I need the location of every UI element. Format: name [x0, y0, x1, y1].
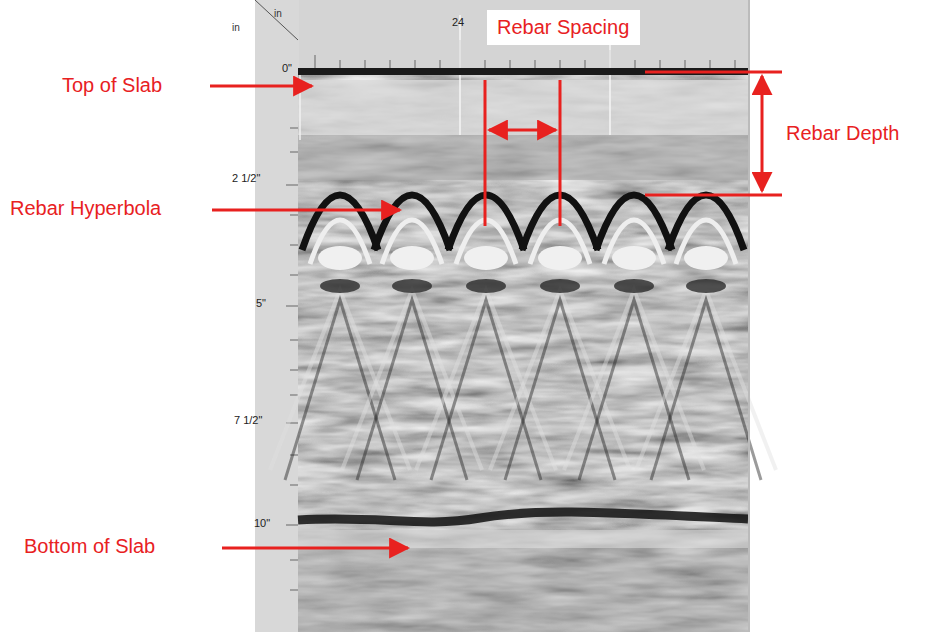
annotation-lines [210, 72, 782, 548]
callout-label: Bottom of Slab [24, 535, 155, 558]
rebar-hyperbolas [270, 195, 776, 480]
axis-tick-label: 0" [282, 62, 292, 75]
axis-unit: in [232, 22, 240, 34]
axis-unit: in [274, 8, 282, 20]
axis-tick-label: 2 1/2" [232, 172, 260, 185]
callout-label: Rebar Hyperbola [10, 197, 161, 220]
slab-bottom [298, 512, 748, 632]
axis-tick-label: 5" [256, 297, 266, 310]
top-ruler [255, 0, 750, 68]
axis-tick-label: 7 1/2" [234, 414, 262, 427]
axis-tick-label: 24 [452, 16, 464, 29]
ruler-corner [255, 0, 298, 40]
label-box: Rebar Spacing [487, 10, 640, 45]
surface-band [298, 80, 748, 135]
left-ruler [255, 0, 299, 632]
box-label: Rebar Spacing [497, 16, 630, 39]
axis-tick-label: 10" [254, 517, 270, 530]
callout-label: Rebar Depth [786, 122, 899, 145]
callout-label: Top of Slab [62, 74, 162, 97]
